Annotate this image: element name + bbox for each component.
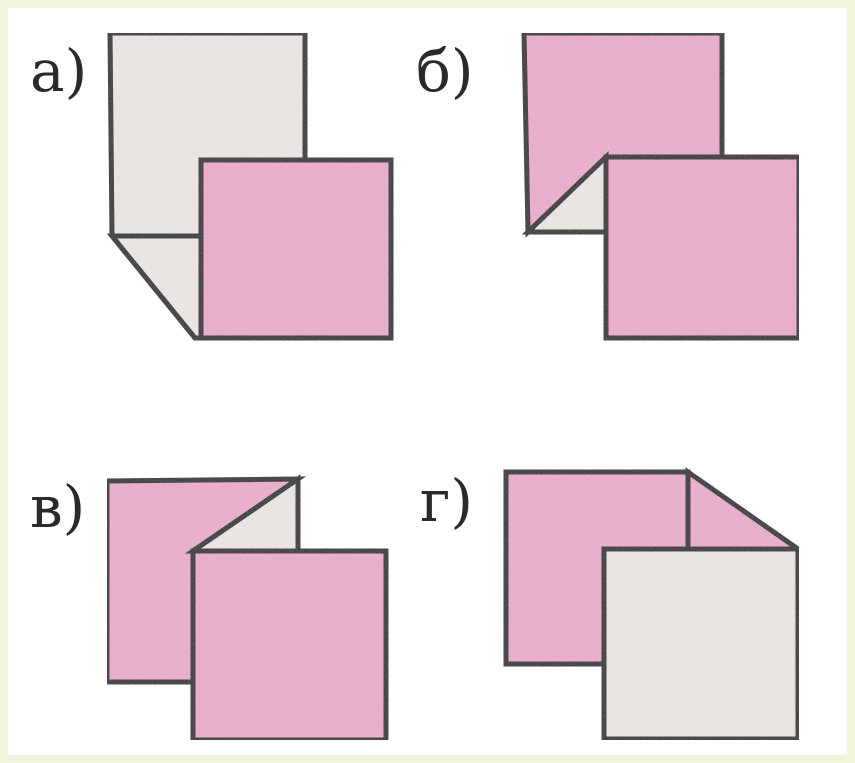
figure-a-fold-flap [106, 233, 204, 341]
label-a: а) [30, 37, 88, 105]
figure-v [104, 474, 389, 743]
label-g: г) [420, 467, 474, 535]
figure-g-front-square [601, 546, 801, 742]
figure-g [503, 467, 806, 742]
figure-g-fold-flap [685, 467, 806, 552]
figure-a [106, 30, 394, 341]
label-v: в) [30, 473, 86, 541]
figure-a-front-square [198, 157, 394, 341]
label-b: б) [416, 37, 474, 105]
figure-b-front-square [603, 154, 802, 341]
figure-b [521, 30, 802, 341]
figure-v-front-square [190, 548, 389, 743]
